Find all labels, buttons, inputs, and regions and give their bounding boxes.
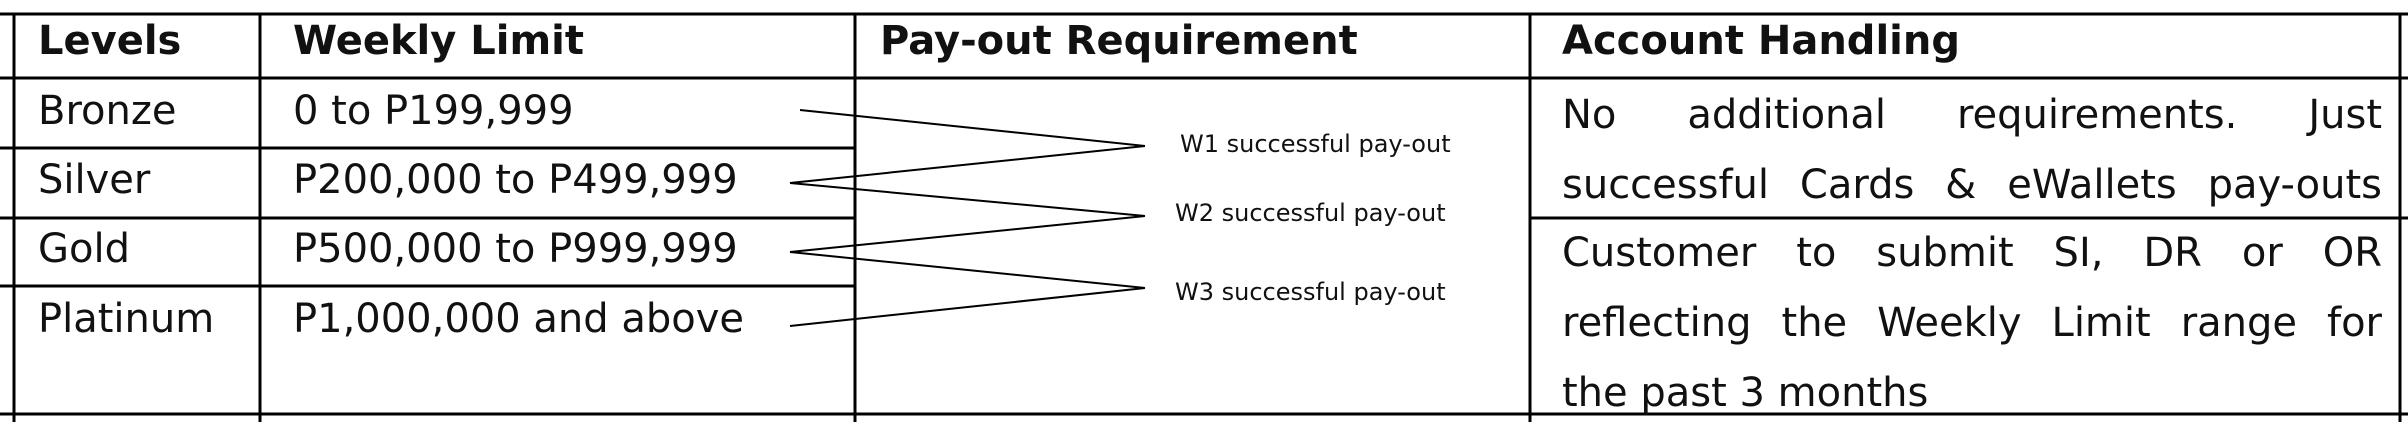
account-handling-line: reflecting the Weekly Limit range for — [1562, 300, 2382, 346]
limit-gold: P500,000 to P999,999 — [293, 226, 738, 272]
payout-connectors — [789, 109, 1146, 327]
account-handling-group-2: Customer to submit SI, DR or OR reflecti… — [1562, 218, 2382, 428]
account-handling-line: No additional requirements. Just — [1562, 92, 2382, 138]
limit-platinum: P1,000,000 and above — [293, 296, 745, 342]
level-gold: Gold — [38, 226, 130, 272]
payout-note-w3: W3 successful pay-out — [1175, 278, 1446, 306]
header-account-handling: Account Handling — [1562, 18, 1960, 64]
payout-note-w1: W1 successful pay-out — [1180, 130, 1451, 158]
level-platinum: Platinum — [38, 296, 215, 342]
header-weekly-limit: Weekly Limit — [293, 18, 584, 64]
account-handling-line: successful Cards & eWallets pay-outs — [1562, 162, 2382, 208]
level-silver: Silver — [38, 157, 151, 203]
header-levels: Levels — [38, 18, 182, 64]
limit-bronze: 0 to P199,999 — [293, 88, 574, 134]
level-bronze: Bronze — [38, 88, 177, 134]
account-handling-line: the past 3 months — [1562, 370, 1929, 416]
account-handling-line: Customer to submit SI, DR or OR — [1562, 230, 2382, 276]
limit-silver: P200,000 to P499,999 — [293, 157, 738, 203]
account-handling-group-1: No additional requirements. Just success… — [1562, 80, 2382, 220]
payout-note-w2: W2 successful pay-out — [1175, 199, 1446, 227]
header-payout-requirement: Pay-out Requirement — [880, 18, 1358, 64]
